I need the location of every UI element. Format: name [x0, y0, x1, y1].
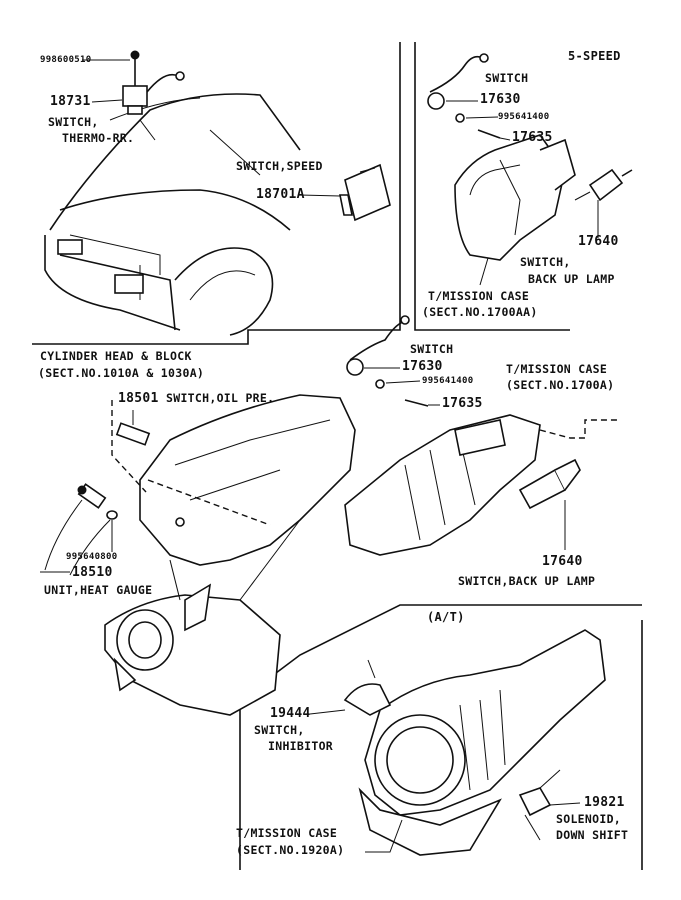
engine-block-icon	[104, 394, 356, 716]
5speed-switch-part-number: 17630	[480, 92, 521, 107]
thermo-switch-icon	[82, 50, 185, 141]
5speed-backup-part-number: 17640	[578, 234, 619, 249]
heat-gauge-icon	[40, 483, 118, 576]
at-case-label-1: T/MISSION CASE	[236, 826, 338, 840]
thermo-switch-label-2: THERMO-RR.	[62, 131, 135, 145]
oil-switch-label: SWITCH,OIL PRE.	[166, 391, 275, 405]
5speed-backup-label-2: BACK UP LAMP	[528, 272, 615, 286]
4speed-switch-label: SWITCH	[410, 342, 454, 356]
automatic-transmission-icon	[309, 629, 606, 856]
thermo-switch-label-1: SWITCH,	[48, 115, 99, 129]
5speed-case-label-1: T/MISSION CASE	[428, 289, 530, 303]
5speed-title: 5-SPEED	[568, 49, 621, 63]
4speed-case-label-2: (SECT.NO.1700A)	[506, 378, 615, 392]
inhibitor-label-2: INHIBITOR	[268, 739, 334, 753]
solenoid-part-number: 19821	[584, 795, 625, 810]
4speed-pin-part-number: 17635	[442, 396, 483, 411]
cylinder-head-label-1: CYLINDER HEAD & BLOCK	[40, 349, 192, 363]
heat-gauge-label: UNIT,HEAT GAUGE	[44, 583, 153, 597]
5speed-case-label-2: (SECT.NO.1700AA)	[422, 305, 538, 319]
oil-switch-part-number: 18501	[118, 391, 159, 406]
inhibitor-label-1: SWITCH,	[254, 723, 305, 737]
gasket-part-number: 995640800	[66, 552, 118, 562]
at-title: (A/T)	[427, 610, 465, 624]
speed-switch-label: SWITCH,SPEED	[236, 159, 323, 173]
5speed-washer-part-number: 995641400	[498, 112, 550, 122]
5speed-backup-label-1: SWITCH,	[520, 255, 571, 269]
bolt-part-number: 998600510	[40, 55, 92, 65]
transmission-icon	[344, 315, 620, 556]
4speed-case-label-1: T/MISSION CASE	[506, 362, 608, 376]
4speed-backup-part-number: 17640	[542, 554, 583, 569]
speed-switch-part-number: 18701A	[256, 187, 305, 202]
car-rear-outline	[44, 93, 301, 336]
4speed-switch-part-number: 17630	[402, 359, 443, 374]
5speed-switch-label: SWITCH	[485, 71, 529, 85]
inhibitor-part-number: 19444	[270, 706, 311, 721]
5speed-transmission-icon	[427, 53, 633, 286]
solenoid-label-2: DOWN SHIFT	[556, 828, 629, 842]
speed-switch-icon	[299, 163, 391, 222]
heat-gauge-part-number: 18510	[72, 565, 113, 580]
solenoid-label-1: SOLENOID,	[556, 812, 622, 826]
4speed-backup-label: SWITCH,BACK UP LAMP	[458, 574, 596, 588]
oil-switch-icon	[111, 400, 185, 527]
thermo-switch-part-number: 18731	[50, 94, 91, 109]
4speed-washer-part-number: 995641400	[422, 376, 474, 386]
at-case-label-2: (SECT.NO.1920A)	[236, 843, 345, 857]
5speed-pin-part-number: 17635	[512, 130, 553, 145]
cylinder-head-label-2: (SECT.NO.1010A & 1030A)	[38, 366, 205, 380]
